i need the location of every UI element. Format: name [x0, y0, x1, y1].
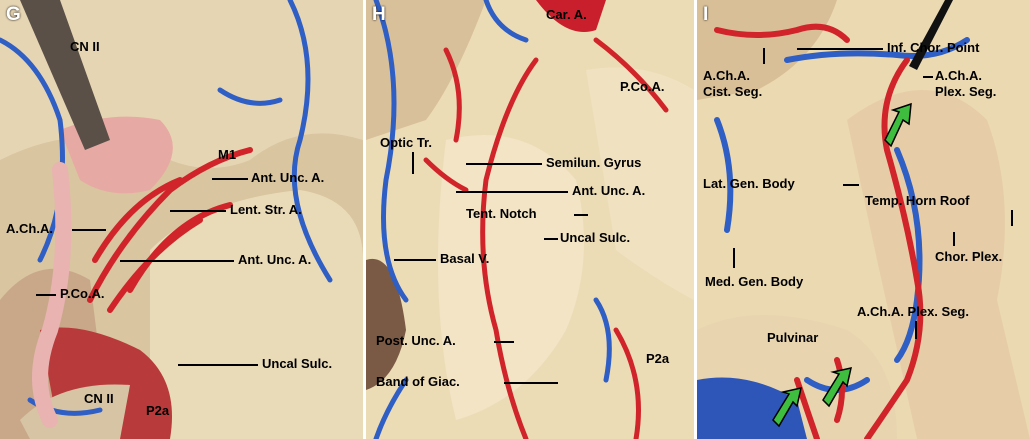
leader-line [456, 191, 568, 193]
leader-line [72, 229, 106, 231]
label-cist-seg: Cist. Seg. [703, 84, 763, 99]
label-a-ch-a-cist: A.Ch.A. [703, 68, 750, 83]
label-a-ch-a: A.Ch.A. [6, 221, 53, 236]
panel-letter: H [372, 4, 386, 25]
label-p2a: P2a [146, 403, 170, 418]
leader-line [763, 48, 765, 64]
leader-line [544, 238, 558, 240]
label-tent-notch: Tent. Notch [466, 206, 537, 221]
label-p-co-a: P.Co.A. [60, 286, 105, 301]
leader-line [170, 210, 226, 212]
leader-line [915, 321, 917, 339]
label-ant-unc-a: Ant. Unc. A. [572, 183, 646, 198]
label-optic-tr: Optic Tr. [380, 135, 433, 150]
label-plex-seg: Plex. Seg. [935, 84, 997, 99]
label-cn-ii: CN II [70, 39, 100, 54]
label-ant-unc-a: Ant. Unc. A. [251, 170, 325, 185]
leader-line [394, 259, 436, 261]
label-band-of-giac: Band of Giac. [376, 374, 460, 389]
leader-line [212, 178, 248, 180]
panel-letter: I [703, 4, 709, 25]
label-p2a: P2a [646, 351, 670, 366]
leader-line [36, 294, 56, 296]
leader-line [923, 76, 933, 78]
leader-line [843, 184, 859, 186]
label-post-unc-a: Post. Unc. A. [376, 333, 456, 348]
leader-line [504, 382, 558, 384]
panel-letter: G [6, 4, 21, 25]
leader-line [574, 214, 588, 216]
label-med-gen-body: Med. Gen. Body [705, 274, 804, 289]
label-pulvinar: Pulvinar [767, 330, 819, 345]
label-cn-ii-2: CN II [84, 391, 114, 406]
label-inf-chor-point: Inf. Chor. Point [887, 40, 980, 55]
panel-i: I Inf. Chor. Point A.Ch.A. Cist. Seg. A.… [697, 0, 1030, 439]
label-basal-v: Basal V. [440, 251, 490, 266]
label-lent-str-a: Lent. Str. A. [230, 202, 302, 217]
label-temp-horn-roof: Temp. Horn Roof [865, 193, 970, 208]
label-chor-plex: Chor. Plex. [935, 249, 1003, 264]
label-car-a: Car. A. [546, 7, 587, 22]
label-p-co-a: P.Co.A. [620, 79, 665, 94]
panel-h-photo [366, 0, 694, 439]
leader-line [797, 48, 883, 50]
label-uncal-sulc: Uncal Sulc. [262, 356, 333, 371]
label-m1: M1 [218, 147, 237, 162]
leader-line [733, 248, 735, 268]
label-lat-gen-body: Lat. Gen. Body [703, 176, 795, 191]
leader-line [412, 152, 414, 174]
label-ant-unc-a-2: Ant. Unc. A. [238, 252, 312, 267]
panel-g: G CN II M1 Ant. Unc. A. Lent. Str. A. A.… [0, 0, 363, 439]
label-a-ch-a-plex-seg: A.Ch.A. Plex. Seg. [857, 304, 969, 319]
label-semilun-gyrus: Semilun. Gyrus [546, 155, 642, 170]
leader-line [466, 163, 542, 165]
panel-i-photo [697, 0, 1030, 439]
leader-line [120, 260, 234, 262]
leader-line [1011, 210, 1013, 226]
panel-h: H Car. A. P.Co.A. Optic Tr. Semilun. Gyr… [366, 0, 694, 439]
label-a-ch-a-plex: A.Ch.A. [935, 68, 982, 83]
leader-line [494, 341, 514, 343]
leader-line [953, 232, 955, 246]
leader-line [178, 364, 258, 366]
panel-g-photo [0, 0, 363, 439]
label-uncal-sulc: Uncal Sulc. [560, 230, 631, 245]
